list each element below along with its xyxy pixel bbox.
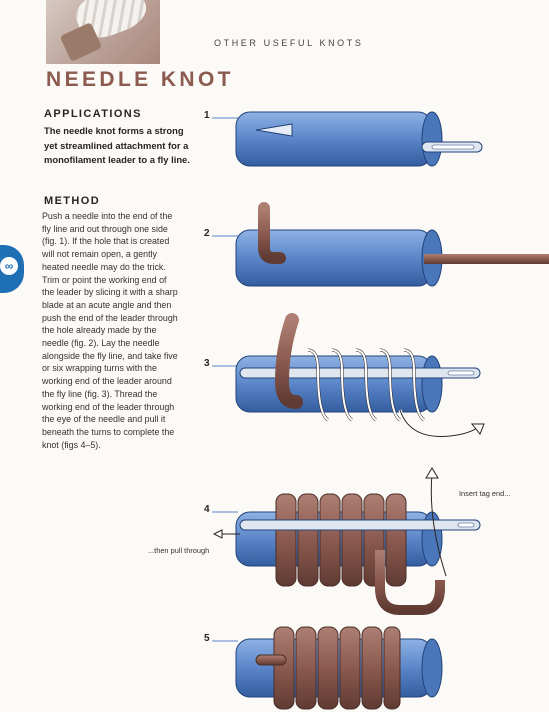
arrow-head: [212, 529, 223, 539]
figure-1: 1: [204, 110, 483, 167]
needle: [239, 519, 481, 531]
applications-text: The needle knot forms a strong yet strea…: [44, 125, 190, 166]
wrapping-turns: [273, 626, 401, 710]
leader-tag-end: [255, 654, 287, 666]
knot-icon: ∞: [0, 257, 18, 275]
method-text: Push a needle into the end of the fly li…: [42, 211, 178, 450]
leader-loop: [274, 313, 303, 409]
figure-5: 5: [204, 626, 549, 710]
figure-number: 4: [204, 504, 210, 515]
figure-number: 2: [204, 228, 210, 239]
figure-number: 5: [204, 633, 210, 644]
fly-line: [235, 355, 433, 413]
leader-tag-end: [375, 550, 445, 615]
insert-arrow: [430, 473, 447, 577]
wrap-arrow-outline: [399, 409, 481, 437]
figure-number: 3: [204, 358, 210, 369]
arrow-head: [470, 423, 485, 435]
leader-tag-end: [258, 202, 286, 264]
section-tab: ∞: [0, 245, 24, 293]
needle-eye: [457, 522, 475, 528]
fly-line-end: [421, 355, 443, 413]
figure-4: 4 Insert tag end... ...then pull through: [148, 467, 549, 615]
running-head: OTHER USEFUL KNOTS: [214, 38, 364, 48]
annotation-pull: ...then pull through: [148, 546, 209, 555]
figure-3: 3: [204, 313, 549, 438]
wrapping-turns: [307, 348, 425, 422]
figure-2: 2: [204, 202, 549, 287]
leader: [424, 254, 549, 264]
applications-heading: APPLICATIONS: [44, 108, 142, 120]
needle-eye: [431, 144, 475, 150]
arrow-head: [425, 467, 439, 479]
header-photo: [46, 0, 160, 64]
fly-line: [235, 111, 433, 167]
page-title: NEEDLE KNOT: [46, 68, 234, 91]
method-heading: METHOD: [44, 195, 101, 207]
annotation-insert: Insert tag end...: [459, 489, 510, 498]
needle-slit: [255, 123, 293, 137]
fly-line-end: [421, 111, 443, 167]
figure-number: 1: [204, 110, 210, 121]
wrapping-turns: [275, 493, 407, 587]
